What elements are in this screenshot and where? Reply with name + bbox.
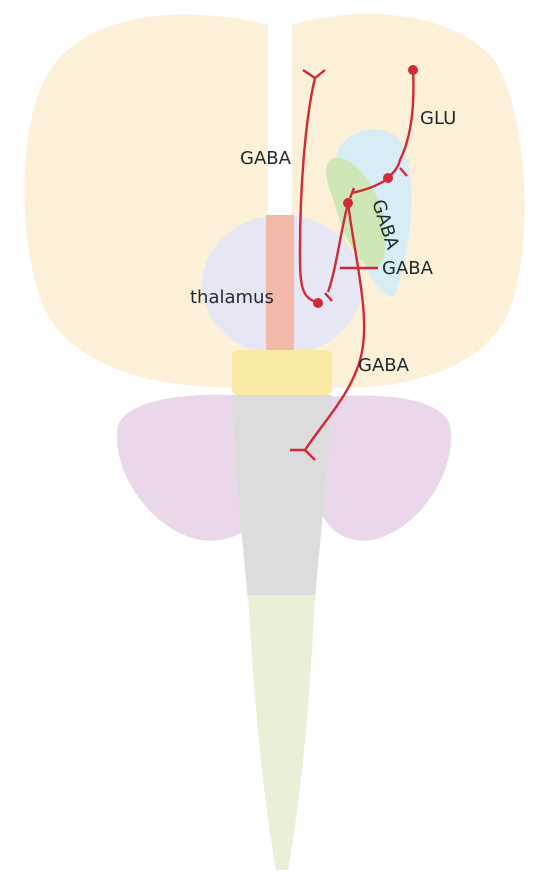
cerebellum-right xyxy=(318,395,451,540)
thalamus-label: thalamus xyxy=(190,287,274,308)
spinal-cord-region xyxy=(248,595,315,870)
striatum-dot xyxy=(383,173,393,183)
gaba-mid-label: GABA xyxy=(382,258,434,279)
glu-label: GLU xyxy=(420,108,456,129)
glu-source-dot xyxy=(408,65,418,75)
gaba-top-label: GABA xyxy=(240,148,292,169)
midline-band xyxy=(266,215,294,355)
gaba-lower-label: GABA xyxy=(358,355,410,376)
thalamus-dot xyxy=(313,298,323,308)
midbrain-region xyxy=(232,350,332,395)
brainstem-region xyxy=(232,395,332,600)
